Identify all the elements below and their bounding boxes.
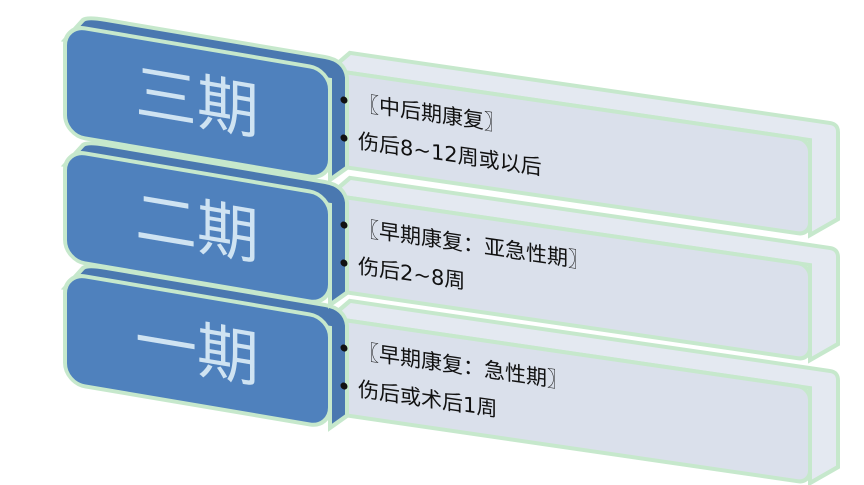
bullet-icon bbox=[340, 96, 348, 104]
bullet-icon bbox=[340, 259, 348, 267]
stage-block-2: 二期 〖早期康复：亚急性期〗 伤后2~8周 bbox=[63, 136, 840, 367]
stage-block-1: 一期 〖早期康复：急性期〗 伤后或术后1周 bbox=[63, 259, 840, 485]
bullet-icon bbox=[340, 382, 348, 390]
stage-block-3: 三期 〖中后期康复〗 伤后8~12周或以后 bbox=[63, 11, 840, 242]
bullet-icon bbox=[340, 221, 348, 229]
bullet-icon bbox=[340, 134, 348, 142]
bullet-icon bbox=[340, 344, 348, 352]
